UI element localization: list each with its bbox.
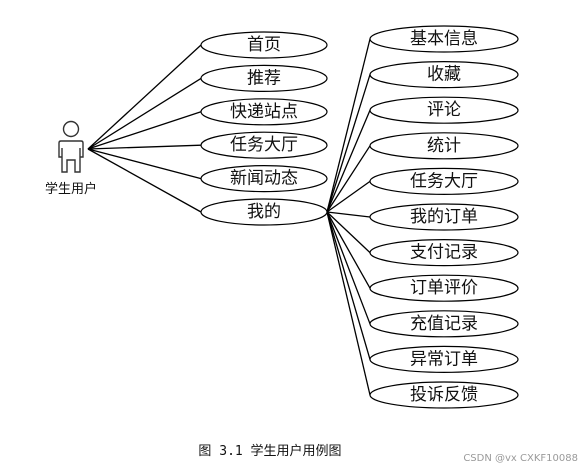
use-case-label: 推荐 [247,68,281,88]
use-case-ellipse [369,203,519,231]
main-use-case: 新闻动态 [200,165,328,193]
use-case-label: 首页 [247,35,281,55]
sub-association-line [326,211,371,218]
use-case-ellipse [369,25,519,53]
sub-association-line [326,145,371,213]
sub-use-case: 订单评价 [369,274,519,302]
main-use-case: 首页 [200,31,328,59]
use-case-ellipse [369,310,519,338]
sub-association-line [326,38,371,213]
main-use-case: 任务大厅 [200,131,328,159]
sub-use-case: 任务大厅 [369,167,519,195]
use-case-ellipse [200,64,328,93]
use-case-label: 评论 [427,100,461,120]
use-case-label: 快递站点 [230,102,298,122]
use-case-ellipse [200,165,328,193]
main-use-case: 推荐 [200,64,328,93]
sub-use-case: 统计 [369,132,519,160]
use-case-ellipse [369,96,519,124]
sub-use-case: 评论 [369,96,519,124]
sub-use-case: 基本信息 [369,25,519,53]
use-case-label: 我的订单 [410,207,478,227]
actor-icon [58,120,84,173]
use-case-label: 收藏 [427,65,461,85]
sub-association-line [326,109,371,213]
sub-use-case: 异常订单 [369,345,519,373]
use-case-label: 新闻动态 [230,169,298,189]
actor-association-line [87,148,202,180]
association-lines [87,38,371,396]
use-case-ellipse [369,345,519,373]
actor-association-line [87,77,202,150]
actor-association-line [87,44,202,150]
figure-caption: 图 3.1 学生用户用例图 [198,443,341,459]
use-case-label: 订单评价 [410,278,478,298]
sub-use-case: 投诉反馈 [369,381,519,409]
use-case-label: 基本信息 [410,29,478,49]
main-use-case: 快递站点 [200,98,328,126]
actor: 学生用户 [45,120,97,197]
use-case-label: 我的 [247,202,281,222]
sub-use-case: 我的订单 [369,203,519,231]
sub-association-line [326,211,371,289]
sub-association-line [326,211,371,360]
use-case-label: 投诉反馈 [410,385,478,405]
sub-association-line [326,180,371,213]
actor-association-line [87,111,202,150]
use-case-ellipse [369,381,519,409]
use-case-label: 任务大厅 [410,171,478,191]
use-case-ellipse [200,198,328,226]
sub-use-case: 支付记录 [369,239,519,267]
use-case-ellipse [369,239,519,267]
use-case-ellipse [200,131,328,159]
sub-association-line [326,211,371,254]
actor-association-line [87,144,202,150]
actor-label: 学生用户 [45,181,97,197]
use-case-ellipse [369,274,519,302]
use-case-ellipse [369,167,519,195]
use-case-label: 统计 [427,136,461,156]
sub-association-line [326,74,371,213]
use-case-ellipse [200,31,328,59]
use-case-label: 任务大厅 [230,135,298,155]
sub-association-line [326,211,371,325]
main-use-case: 我的 [200,198,328,226]
use-case-ellipse [200,98,328,126]
actor-association-line [87,148,202,213]
sub-association-line [326,211,371,396]
use-case-ellipse [369,60,519,89]
sub-use-case: 收藏 [369,60,519,89]
use-case-label: 充值记录 [410,314,478,334]
watermark: CSDN @vx CXKF10088 [463,453,578,464]
sub-use-case: 充值记录 [369,310,519,338]
use-case-ellipse [369,132,519,160]
use-case-label: 异常订单 [410,349,478,369]
use-case-label: 支付记录 [410,243,478,263]
